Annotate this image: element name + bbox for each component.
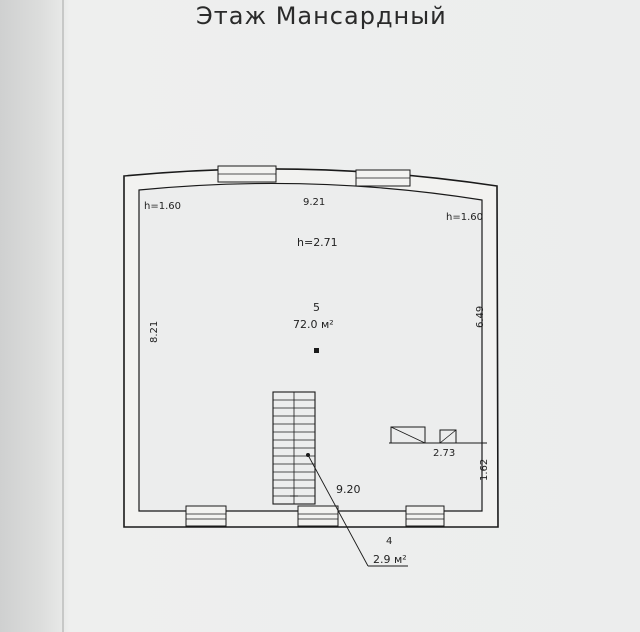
corner-left-height: h=1.60 bbox=[144, 201, 181, 212]
room-number-main: 5 bbox=[313, 301, 320, 314]
center-point-marker bbox=[314, 348, 319, 353]
window-top-left bbox=[217, 165, 277, 183]
room-area-stair: 2.9 м² bbox=[373, 553, 407, 566]
window-bottom-right bbox=[405, 505, 445, 527]
room-area-main: 72.0 м² bbox=[293, 318, 334, 331]
window-bottom-center bbox=[297, 505, 339, 527]
window-top-right bbox=[355, 169, 411, 187]
right-lower-dimension: 1.62 bbox=[479, 459, 490, 481]
page-binding-edge bbox=[62, 0, 64, 632]
ledge bbox=[389, 426, 487, 444]
room-number-stair: 4 bbox=[386, 536, 392, 547]
inner-wall bbox=[138, 182, 483, 512]
right-height-dimension: 6.49 bbox=[475, 306, 486, 328]
staircase bbox=[272, 391, 369, 567]
floor-title: Этаж Мансардный bbox=[196, 2, 447, 30]
room-height-label: h=2.71 bbox=[297, 236, 338, 249]
corner-right-height: h=1.60 bbox=[446, 212, 483, 223]
ledge-width-dimension: 2.73 bbox=[433, 448, 455, 459]
left-height-dimension: 8.21 bbox=[149, 321, 160, 343]
window-bottom-left bbox=[185, 505, 227, 527]
top-width-dimension: 9.21 bbox=[303, 197, 325, 208]
stair-leader-dot bbox=[306, 453, 310, 457]
bottom-width-dimension: 9.20 bbox=[336, 483, 361, 496]
